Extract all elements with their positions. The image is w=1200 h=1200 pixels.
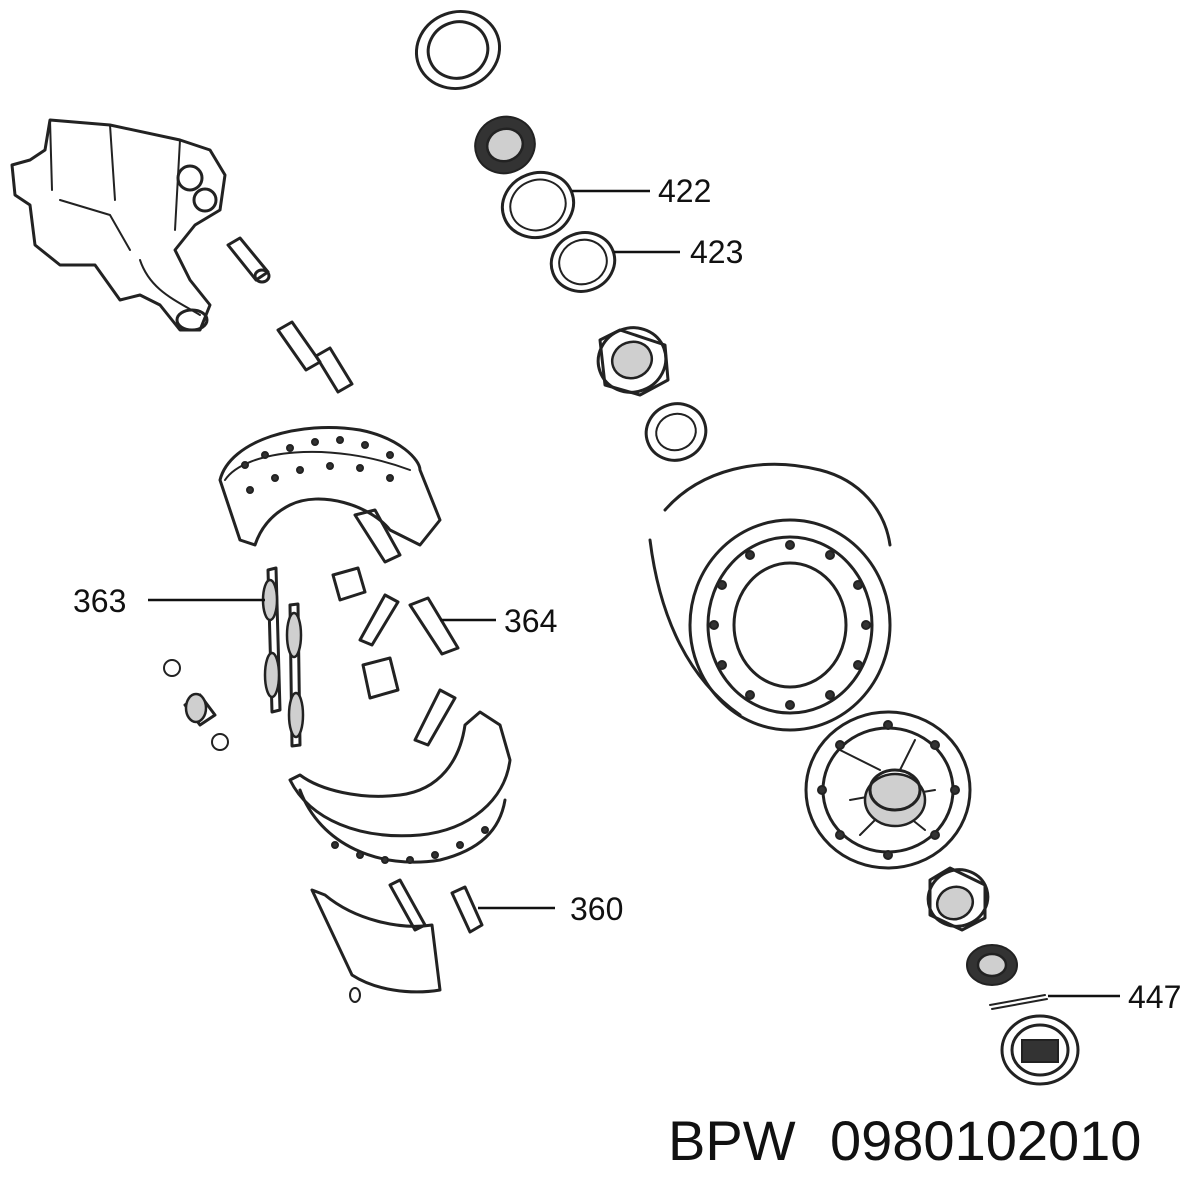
bearing-stack [414, 10, 708, 462]
axle-nut [966, 944, 1018, 986]
seal [474, 115, 536, 175]
wheel-hub [804, 710, 972, 870]
callout-423: 423 [690, 234, 743, 270]
callout-363: 363 [73, 583, 126, 619]
roller-and-eyes [163, 659, 229, 751]
callout-422: 422 [658, 173, 711, 209]
leader-lines [148, 189, 1120, 998]
brake-lining-pad [310, 878, 484, 1003]
inner-bearing [596, 326, 670, 397]
part-number-label: 0980102010 [830, 1109, 1141, 1172]
springs-363 [261, 566, 305, 748]
hub-cap [1000, 1014, 1080, 1086]
brake-shoe-upper [218, 426, 442, 547]
pins-upper [226, 236, 354, 394]
brake-shoe-lower [288, 710, 512, 864]
ring-422 [500, 171, 576, 239]
hub-stud-holes [817, 720, 960, 860]
seal-ring-top [414, 10, 502, 90]
axle-stub [10, 118, 227, 332]
split-pin [989, 994, 1048, 1010]
springs-364 [353, 508, 460, 747]
drum-bolt-holes [709, 540, 871, 710]
brand-label: BPW [668, 1109, 796, 1172]
brake-drum [648, 462, 892, 732]
bearing-race [644, 402, 708, 462]
clips [331, 566, 400, 700]
callout-364: 364 [504, 603, 557, 639]
outer-bearing [926, 866, 990, 932]
ring-423 [549, 231, 617, 293]
lining-rivets-lower [331, 826, 489, 864]
callout-360: 360 [570, 891, 623, 927]
callout-447: 447 [1128, 979, 1181, 1015]
lining-rivets [241, 436, 394, 494]
